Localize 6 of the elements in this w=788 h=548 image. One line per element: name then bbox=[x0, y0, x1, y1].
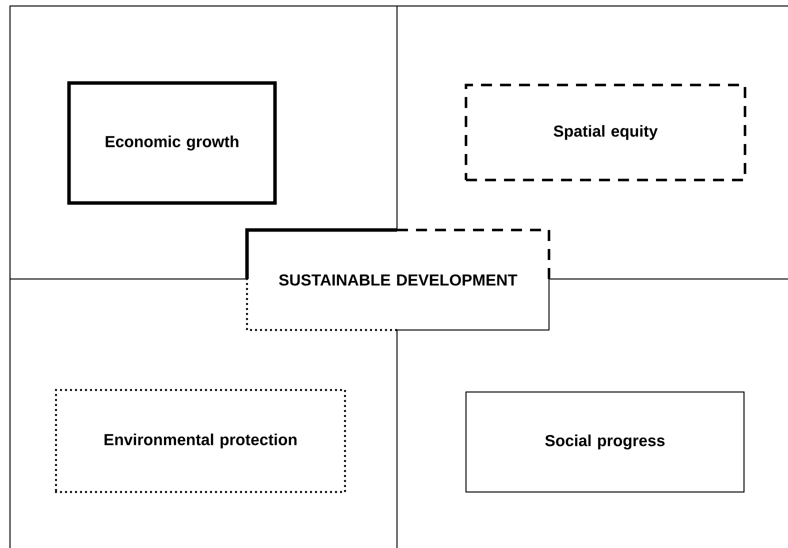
concept-box: Environmental protection bbox=[54, 388, 346, 494]
node-label: SUSTAINABLE DEVELOPMENT bbox=[279, 274, 518, 286]
concept-box: Spatial equity bbox=[464, 84, 746, 182]
central-box: SUSTAINABLE DEVELOPMENT bbox=[245, 228, 550, 332]
concept-box: Social progress bbox=[466, 392, 744, 492]
concept-box: Economic growth bbox=[67, 81, 277, 205]
